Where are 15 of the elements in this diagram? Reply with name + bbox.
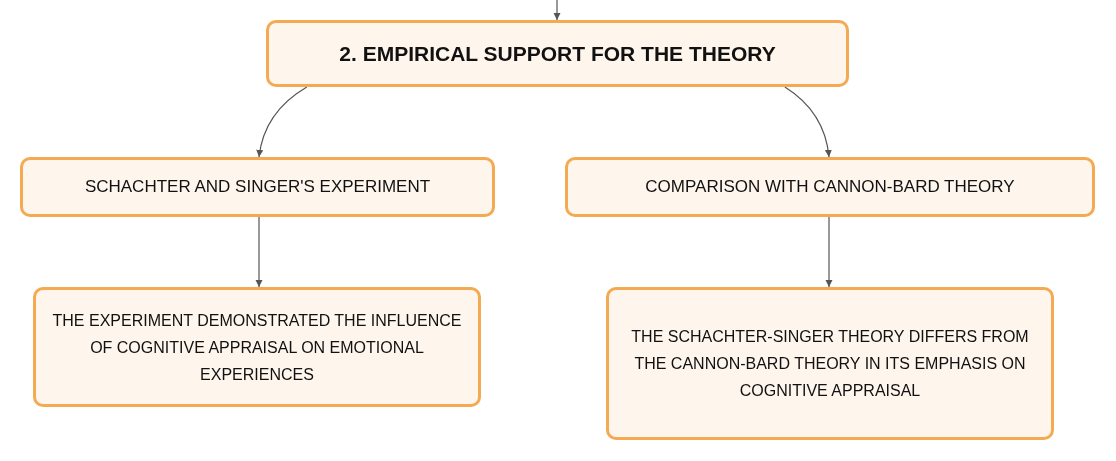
arrow [784, 86, 832, 158]
process-box [266, 20, 849, 87]
box-text: THE EXPERIMENT DEMONSTRATED THE INFLUENCE OF COGNITIVE APPRAISAL ON EMOTIONAL EXPERIENCES [51, 310, 463, 385]
box-text: COMPARISON WITH CANNON-BARD THEORY [645, 176, 1015, 199]
process-box [606, 287, 1054, 440]
box-text: SCHACHTER AND SINGER'S EXPERIMENT [84, 176, 431, 199]
box-text: THE SCHACHTER-SINGER THEORY DIFFERS FROM THE CANNON-BARD THEORY IN ITS EMPHASIS ON COGNITIVE APPRAISAL [630, 327, 1030, 401]
box-text: 2. EMPIRICAL SUPPORT FOR THE THEORY [339, 40, 776, 67]
arrow [553, 0, 561, 21]
arrow [825, 216, 833, 288]
process-box [565, 157, 1095, 217]
process-box [20, 157, 495, 217]
arrow [255, 216, 263, 288]
arrow [256, 86, 308, 158]
process-box [33, 287, 481, 407]
